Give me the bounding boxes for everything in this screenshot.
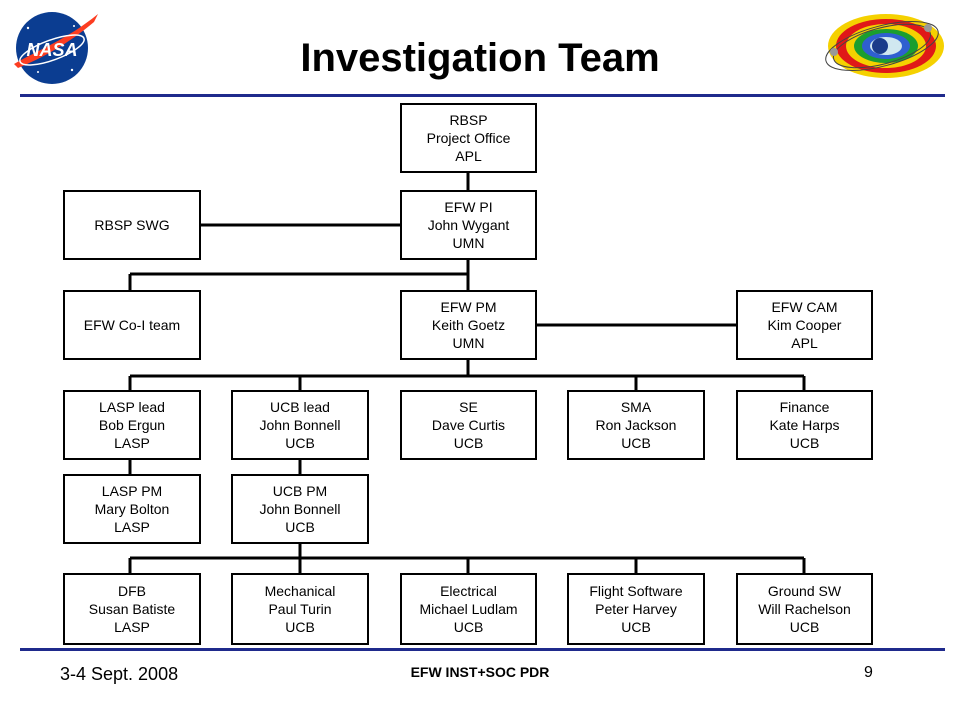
box-title: LASP lead (99, 399, 165, 415)
box-org: UCB (285, 519, 315, 535)
org-box-lasp-lead: LASP lead Bob Ergun LASP (63, 390, 201, 460)
box-org: UCB (453, 619, 484, 635)
box-org: UCB (789, 435, 820, 451)
box-org: APL (455, 148, 482, 164)
org-box-sma: SMA Ron Jackson UCB (567, 390, 705, 460)
header-divider (20, 94, 945, 97)
box-title: RBSP SWG (94, 217, 170, 233)
svg-text:NASA: NASA (26, 40, 77, 60)
page-number: 9 (864, 664, 873, 681)
box-name: Dave Curtis (431, 417, 506, 433)
org-box-dfb: DFB Susan Batiste LASP (63, 573, 201, 645)
box-name: Keith Goetz (431, 317, 506, 333)
org-box-lasp-pm: LASP PM Mary Bolton LASP (63, 474, 201, 544)
box-org: UCB (621, 435, 651, 451)
org-box-rbsp-swg: RBSP SWG (63, 190, 201, 260)
box-name: Project Office (426, 130, 511, 146)
box-title: EFW PI (444, 199, 493, 215)
box-name: Susan Batiste (88, 601, 176, 617)
box-title: LASP PM (101, 483, 163, 499)
footer-divider (20, 648, 945, 651)
org-box-efw-pm: EFW PM Keith Goetz UMN (400, 290, 537, 360)
org-box-ucb-pm: UCB PM John Bonnell UCB (231, 474, 369, 544)
box-title: Ground SW (767, 583, 842, 599)
box-org: LASP (114, 519, 150, 535)
box-title: SMA (620, 399, 652, 415)
box-name: Paul Turin (268, 601, 332, 617)
box-title: DFB (118, 583, 146, 599)
org-box-ucb-lead: UCB lead John Bonnell UCB (231, 390, 369, 460)
box-org: UCB (285, 619, 315, 635)
box-org: UCB (285, 435, 315, 451)
box-org: UCB (789, 619, 820, 635)
org-box-efw-pi: EFW PI John Wygant UMN (400, 190, 537, 260)
footer-date: 3-4 Sept. 2008 (60, 664, 179, 684)
box-title: SE (459, 399, 478, 415)
footer-event: EFW INST+SOC PDR (410, 664, 550, 680)
org-box-se: SE Dave Curtis UCB (400, 390, 537, 460)
box-name: Kate Harps (769, 417, 840, 433)
org-box-efw-coi-team: EFW Co-I team (63, 290, 201, 360)
box-title: EFW CAM (771, 299, 838, 315)
box-name: Mary Bolton (94, 501, 170, 517)
box-title: UCB PM (272, 483, 328, 499)
box-title: RBSP (449, 112, 488, 128)
box-name: Peter Harvey (595, 601, 677, 617)
box-name: Ron Jackson (595, 417, 677, 433)
box-name: John Bonnell (259, 501, 341, 517)
box-org: UMN (452, 235, 485, 251)
box-name: John Bonnell (259, 417, 341, 433)
box-org: LASP (114, 619, 150, 635)
box-title: Flight Software (589, 583, 683, 599)
box-name: Bob Ergun (98, 417, 166, 433)
box-name: Will Rachelson (758, 601, 851, 617)
org-box-rbsp-project-office: RBSP Project Office APL (400, 103, 537, 173)
box-org: APL (791, 335, 818, 351)
nasa-logo: NASA (14, 12, 98, 84)
box-title: Finance (779, 399, 830, 415)
box-name: Kim Cooper (767, 317, 842, 333)
rbsp-orbit-graphic (825, 14, 944, 78)
box-title: Electrical (440, 583, 497, 599)
org-box-ground-sw: Ground SW Will Rachelson UCB (736, 573, 873, 645)
box-title: EFW Co-I team (83, 317, 181, 333)
box-name: John Wygant (427, 217, 510, 233)
box-org: LASP (114, 435, 150, 451)
box-name: Michael Ludlam (419, 601, 518, 617)
box-org: UCB (453, 435, 484, 451)
org-box-finance: Finance Kate Harps UCB (736, 390, 873, 460)
box-org: UMN (452, 335, 485, 351)
box-title: Mechanical (264, 583, 336, 599)
box-title: UCB lead (270, 399, 330, 415)
org-box-electrical: Electrical Michael Ludlam UCB (400, 573, 537, 645)
org-box-flight-software: Flight Software Peter Harvey UCB (567, 573, 705, 645)
box-org: UCB (621, 619, 651, 635)
page-title: Investigation Team (300, 36, 660, 80)
box-title: EFW PM (440, 299, 497, 315)
org-box-efw-cam: EFW CAM Kim Cooper APL (736, 290, 873, 360)
org-box-mechanical: Mechanical Paul Turin UCB (231, 573, 369, 645)
